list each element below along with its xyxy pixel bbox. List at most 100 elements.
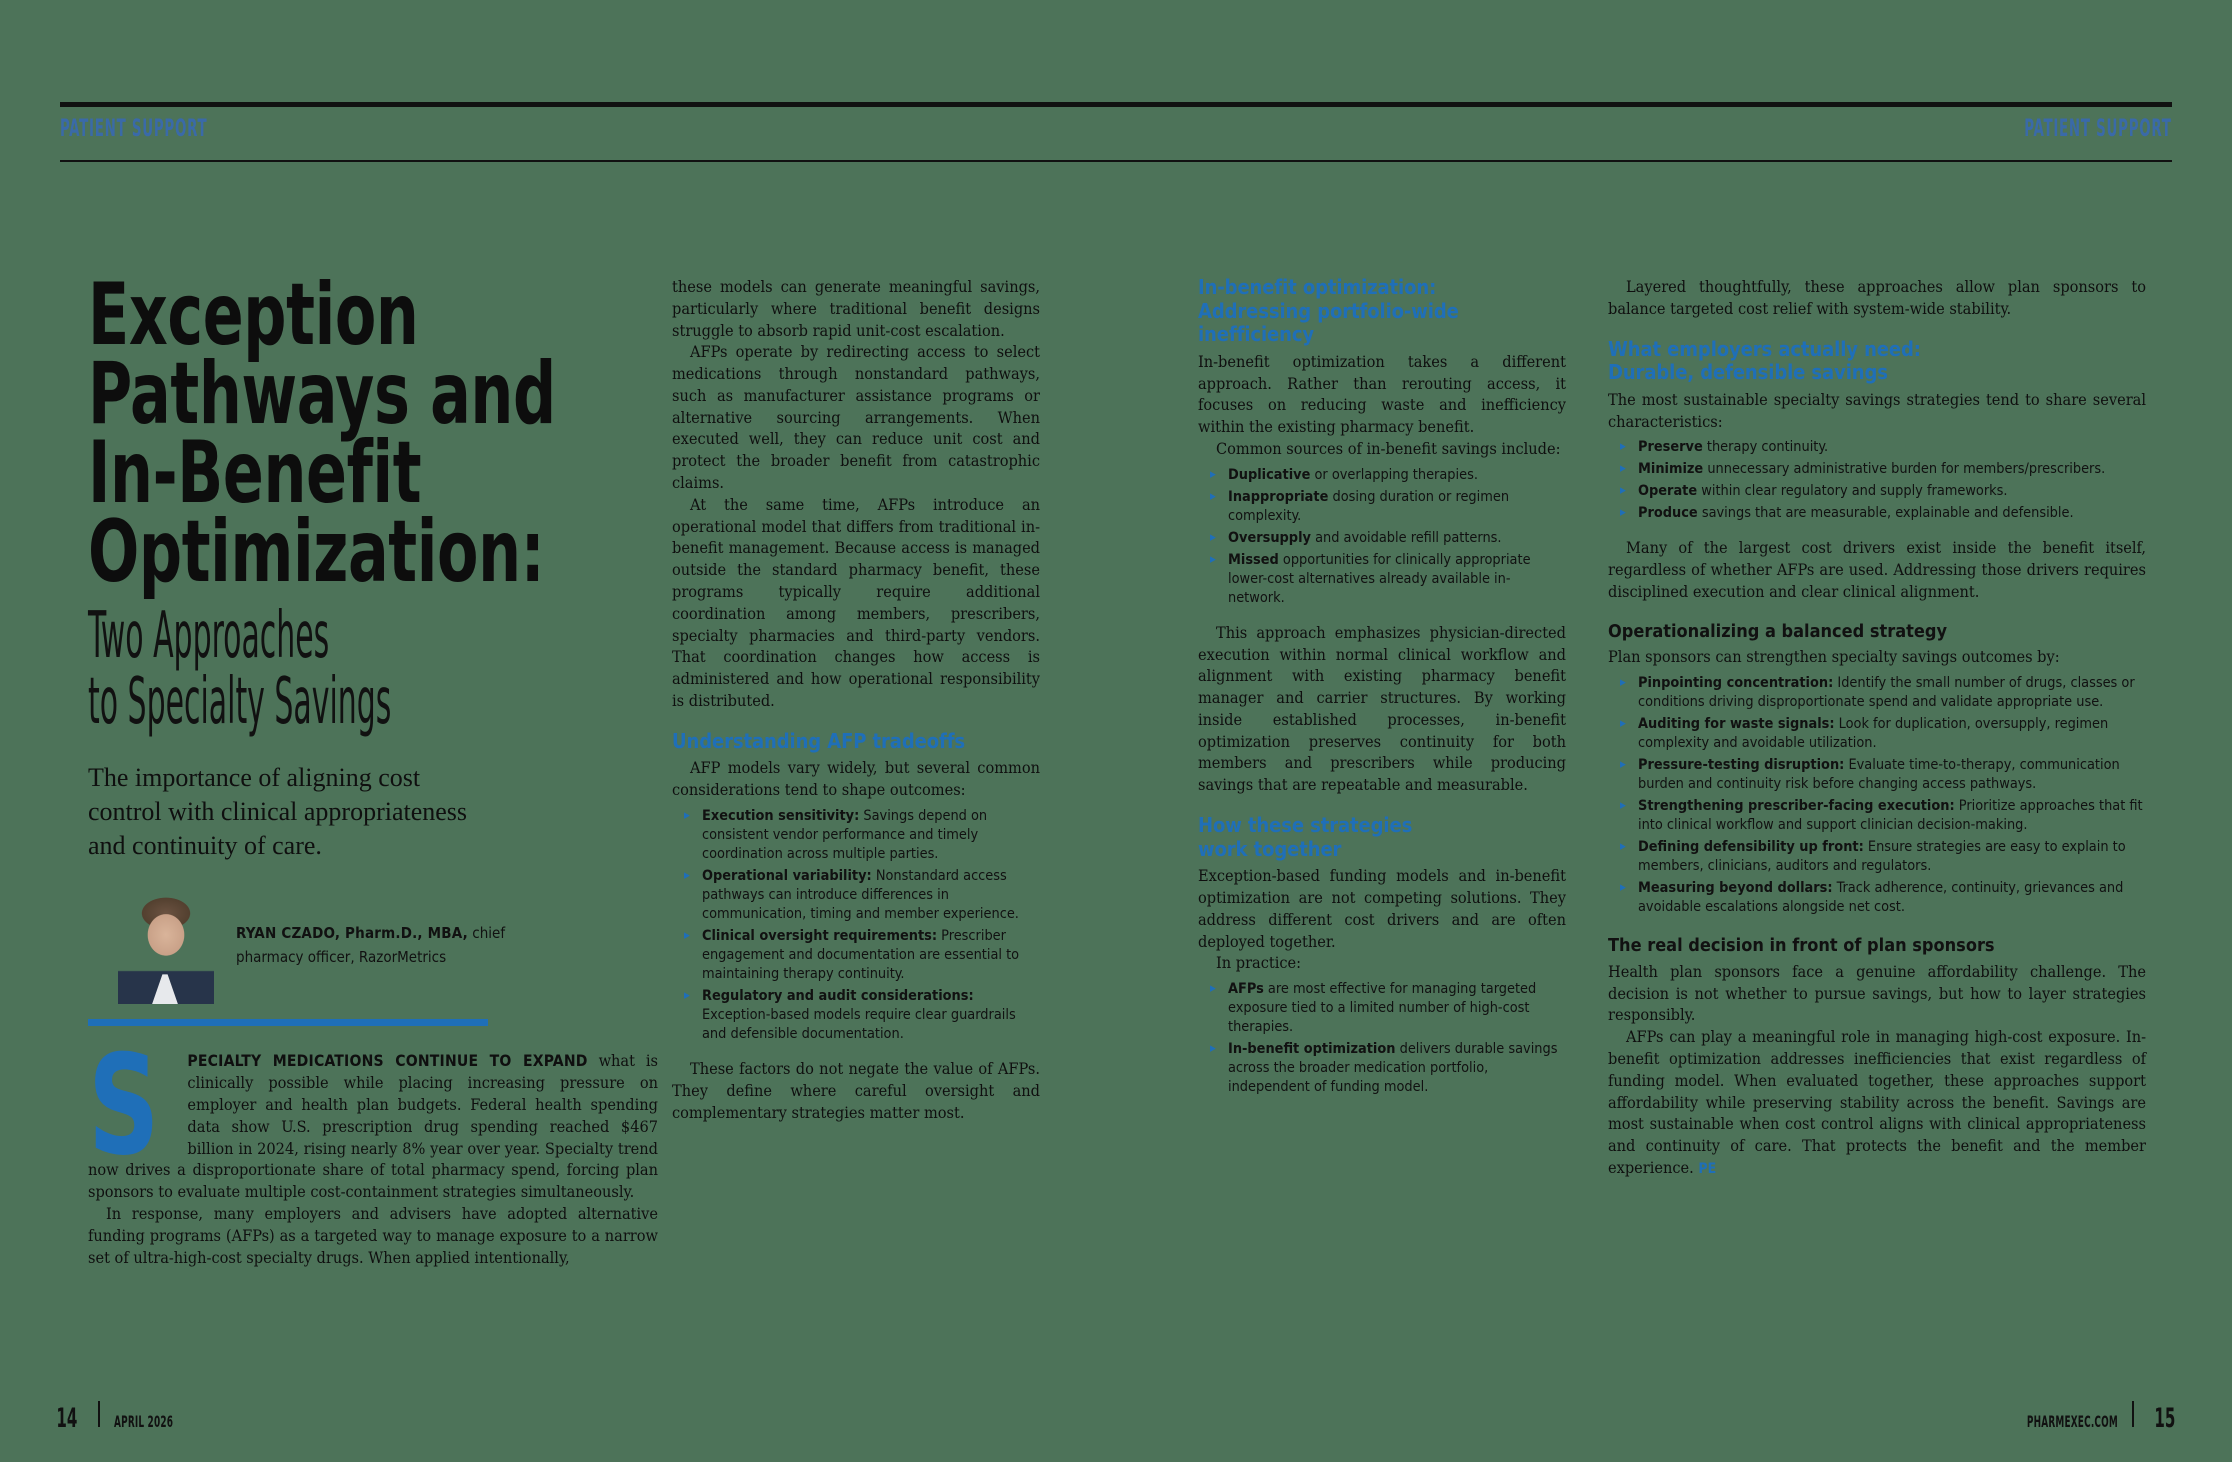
list-item-lead: Duplicative — [1228, 466, 1311, 483]
list-item-text: delivers durable savings across the broa… — [1228, 1041, 1558, 1096]
column-4-body-4: Plan sponsors can strengthen specialty s… — [1608, 646, 2146, 668]
list-item: Inappropriate dosing duration or regimen… — [1198, 488, 1566, 526]
section-heading-what-employers-actually-need: What employers actually need: Durable, d… — [1608, 336, 1921, 385]
list-item-lead: Strengthening prescriber-facing executio… — [1638, 798, 1955, 815]
footer-right: PHARMEXEC.COM 15 — [1971, 1401, 2182, 1434]
drop-cap: S — [88, 1025, 160, 1187]
list-item: Oversupply and avoidable refill patterns… — [1198, 529, 1566, 548]
section-heading-operationalizing-a-balanced-strategy: Operationalizing a balanced strategy — [1608, 620, 1948, 642]
list-item: Preserve therapy continuity. — [1608, 438, 2146, 457]
avatar — [118, 896, 214, 1005]
section-heading-how-these-strategies-work-together: How these strategies work together — [1198, 813, 1413, 861]
list-item-text: Exception-based models require clear gua… — [702, 1006, 1016, 1042]
byline-text: RYAN CZADO, Pharm.D., MBA, chief pharmac… — [236, 922, 526, 969]
list-item-lead: Missed — [1228, 551, 1279, 568]
column-4: Layered thoughtfully, these approaches a… — [1608, 276, 2146, 1179]
paragraph: In-benefit optimization takes a differen… — [1198, 351, 1566, 437]
paragraph-text: AFPs can play a meaningful role in manag… — [1608, 1027, 2146, 1177]
lead-paragraph: S PECIALTY MEDICATIONS CONTINUE TO EXPAND… — [88, 1025, 659, 1203]
paragraph: Exception-based funding models and in-be… — [1198, 866, 1566, 951]
list-item: Measuring beyond dollars: Track adherenc… — [1608, 879, 2146, 917]
column-4-body-3: Many of the largest cost drivers exist i… — [1608, 537, 2146, 602]
list-item-lead: Execution sensitivity: — [702, 807, 860, 824]
balanced-strategy-list: Pinpointing concentration: Identify the … — [1608, 674, 2146, 917]
paragraph: these models can generate meaningful sav… — [672, 277, 1040, 340]
paragraph: Health plan sponsors face a genuine affo… — [1608, 961, 2146, 1025]
list-item-text: or overlapping therapies. — [1310, 466, 1478, 483]
list-item-lead: Operate — [1638, 483, 1698, 500]
section-heading-in-benefit-optimization: In-benefit optimization: Addressing port… — [1198, 275, 1459, 347]
list-item: Auditing for waste signals: Look for dup… — [1608, 715, 2146, 753]
list-item-text: Savings depend on consistent vendor perf… — [702, 807, 988, 862]
list-item-text: opportunities for clinically appropriate… — [1228, 551, 1531, 606]
footer-divider — [2132, 1401, 2135, 1427]
list-item-text: Track adherence, continuity, grievances … — [1638, 880, 2124, 916]
author-name: RYAN CZADO, Pharm.D., MBA, — [236, 924, 469, 943]
article-deck: The importance of aligning cost control … — [88, 762, 468, 860]
list-item-lead: Clinical oversight requirements: — [702, 927, 938, 944]
in-practice-list: AFPs are most effective for managing tar… — [1198, 980, 1566, 1097]
list-item-lead: Minimize — [1638, 461, 1704, 478]
list-item-lead: Defining defensibility up front: — [1638, 839, 1864, 856]
list-item-text: Prescriber engagement and documentation … — [702, 927, 1020, 982]
list-item-text: unnecessary administrative burden for me… — [1703, 461, 2106, 478]
column-3-body: In-benefit optimization takes a differen… — [1198, 351, 1566, 460]
lead-smallcaps: PECIALTY MEDICATIONS CONTINUE TO EXPAND — [187, 1052, 588, 1071]
paragraph: Layered thoughtfully, these approaches a… — [1608, 277, 2146, 318]
afp-tradeoffs-list: Execution sensitivity: Savings depend on… — [672, 807, 1040, 1044]
column-4-body-2: The most sustainable specialty savings s… — [1608, 389, 2146, 433]
lead-text: what is clinically possible while placin… — [88, 1051, 659, 1202]
author-title: chief pharmacy officer, RazorMetrics — [236, 924, 506, 966]
list-item: Clinical oversight requirements: Prescri… — [672, 927, 1040, 984]
list-item-text: Look for duplication, oversupply, regime… — [1638, 716, 2109, 752]
list-item-text: Ensure strategies are easy to explain to… — [1638, 839, 2126, 875]
list-item-lead: AFPs — [1228, 981, 1264, 998]
paragraph: These factors do not negate the value of… — [672, 1058, 1040, 1122]
list-item-text: Prioritize approaches that fit into clin… — [1638, 798, 2143, 834]
list-item: Operational variability: Nonstandard acc… — [672, 867, 1040, 924]
byline-rule — [88, 1019, 488, 1027]
list-item-lead: Operational variability: — [702, 867, 872, 884]
header-rule-bottom — [60, 160, 2172, 162]
paragraph: Plan sponsors can strengthen specialty s… — [1608, 647, 2060, 667]
paragraph: Many of the largest cost drivers exist i… — [1608, 538, 2146, 601]
paragraph: This approach emphasizes physician-direc… — [1198, 622, 1566, 795]
list-item-lead: Produce — [1638, 505, 1698, 522]
byline: RYAN CZADO, Pharm.D., MBA, chief pharmac… — [88, 896, 505, 1027]
website-label: PHARMEXEC.COM — [2027, 1412, 2119, 1431]
paragraph: The most sustainable specialty savings s… — [1608, 389, 2146, 431]
list-item: In-benefit optimization delivers durable… — [1198, 1040, 1566, 1097]
page-title: Exception Pathways and In-Benefit Optimi… — [88, 265, 556, 603]
column-1-body: S PECIALTY MEDICATIONS CONTINUE TO EXPAND… — [88, 1025, 659, 1268]
page-number-right: 15 — [2154, 1403, 2176, 1434]
header-rule-top — [60, 102, 2172, 107]
footer-left: 14 APRIL 2026 — [50, 1401, 209, 1434]
paragraph: Common sources of in-benefit savings inc… — [1216, 438, 1561, 458]
column-3: In-benefit optimization: Addressing port… — [1198, 275, 1566, 1100]
list-item-text: savings that are measurable, explainable… — [1697, 505, 2074, 522]
list-item-text: dosing duration or regimen complexity. — [1228, 488, 1510, 524]
list-item: Execution sensitivity: Savings depend on… — [672, 807, 1040, 864]
list-item: AFPs are most effective for managing tar… — [1198, 980, 1566, 1037]
column-2-body: these models can generate meaningful sav… — [672, 276, 1040, 712]
paragraph: In response, many employers and advisers… — [88, 1204, 658, 1267]
paragraph: AFPs can play a meaningful role in manag… — [1608, 1026, 2146, 1179]
list-item-lead: Pinpointing concentration: — [1638, 675, 1834, 692]
page-number-left: 14 — [56, 1403, 78, 1434]
issue-date: APRIL 2026 — [113, 1412, 173, 1431]
list-item: Operate within clear regulatory and supp… — [1608, 482, 2146, 501]
footer-divider — [97, 1401, 100, 1427]
running-head-right: PATIENT SUPPORT — [2024, 114, 2172, 142]
list-item: Produce savings that are measurable, exp… — [1608, 504, 2146, 523]
list-item: Defining defensibility up front: Ensure … — [1608, 838, 2146, 876]
column-3-body-2: This approach emphasizes physician-direc… — [1198, 622, 1566, 796]
column-2-body-2: AFP models vary widely, but several comm… — [672, 757, 1040, 801]
list-item-lead: In-benefit optimization — [1228, 1041, 1396, 1058]
list-item-lead: Regulatory and audit considerations: — [702, 987, 974, 1004]
column-3-body-3: Exception-based funding models and in-be… — [1198, 865, 1566, 974]
savings-characteristics-list: Preserve therapy continuity. Minimize unn… — [1608, 438, 2146, 523]
list-item-text: Identify the small number of drugs, clas… — [1638, 675, 2135, 711]
list-item-lead: Pressure-testing disruption: — [1638, 757, 1845, 774]
list-item-lead: Preserve — [1638, 439, 1703, 456]
